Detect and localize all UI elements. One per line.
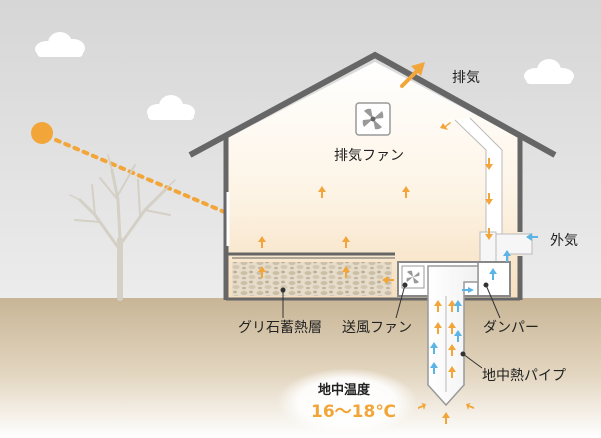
warm-air-arrows [258,122,493,424]
cloud-icon [147,95,195,120]
left-arrow [462,287,474,293]
up-arrow [318,186,326,198]
exhaust-fan-label: 排気ファン [334,148,404,164]
cloud-icon [35,32,85,57]
up-arrow [448,322,456,334]
tree-icon [69,154,176,301]
cloud-icon [524,59,574,84]
down-arrow [503,250,511,262]
damper-label: ダンパー [483,320,539,336]
ground-arrow [418,403,426,410]
exhaust-arrow [400,62,425,88]
up-arrow [258,266,266,278]
supply-fan-label: 送風ファン [342,320,412,336]
house-roof [188,51,557,158]
left-arrow [382,276,394,284]
leader-lines [280,282,501,369]
house-interior [228,62,520,298]
cool-air-arrows [430,233,538,374]
down-arrow [485,158,493,170]
up-arrow [434,322,442,334]
ground-temp-value: 16〜18℃ [311,402,396,422]
down-arrow [454,330,462,342]
down-arrow [489,268,497,280]
down-arrow [430,362,438,374]
diag-arrow [440,122,451,130]
up-arrow [448,366,456,378]
up-arrow [448,344,456,356]
down-arrow [454,300,462,312]
down-arrow [485,193,493,205]
up-arrow [402,186,410,198]
geothermal-pipe-outer [427,265,479,407]
fan-icon [355,102,391,136]
down-arrow [485,228,493,240]
up-arrow [434,300,442,312]
fan-icon [401,265,425,289]
ground-arrow [466,403,474,410]
outside-air-label: 外気 [550,233,578,249]
up-arrow [448,300,456,312]
ground-temp-glow [277,368,417,436]
up-arrow [342,266,350,278]
up-arrow [258,236,266,248]
left-arrow [526,233,538,241]
geothermal-pipe-label: 地中熱パイプ [482,368,566,384]
sun-icon [31,122,53,144]
gravel-storage-label: グリ石蓄熱層 [238,320,322,336]
gravel-layer [232,262,392,296]
exhaust-label: 排気 [452,70,480,86]
down-arrow [430,342,438,354]
up-arrow [342,236,350,248]
ground-temp-title: 地中温度 [318,382,371,398]
up-arrow [442,412,450,424]
